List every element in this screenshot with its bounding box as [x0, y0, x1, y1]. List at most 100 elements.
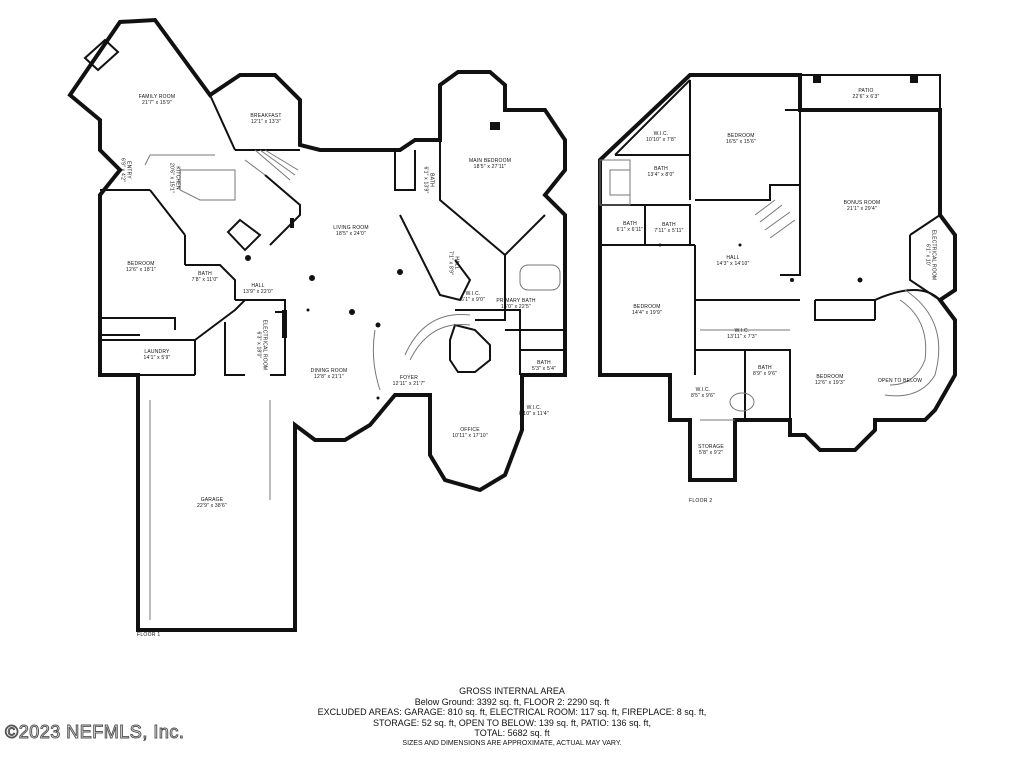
room-name: STORAGE [698, 443, 724, 450]
floor-2-plan [598, 73, 957, 482]
summary-line-2: EXCLUDED AREAS: GARAGE: 810 sq. ft, ELEC… [317, 707, 707, 718]
room-dimensions: 14'3" x 14'10" [716, 261, 750, 267]
summary-total: TOTAL: 5682 sq. ft [474, 728, 550, 739]
room-name: PATIO [858, 87, 874, 94]
room-name: OPEN TO BELOW [877, 377, 923, 384]
room-name: BREAKFAST [250, 112, 282, 119]
room-name: OFFICE [460, 426, 480, 433]
room-dimensions: 22'6" x 6'3" [852, 94, 880, 100]
room-name: MAIN BEDROOM [468, 157, 512, 164]
room-dimensions: 7'1" x 8'9" [447, 250, 453, 276]
floor-2-outer-wall [598, 73, 957, 482]
room-dimensions: 6'1" x 6'11" [616, 227, 644, 233]
floor-1-plan [67, 17, 567, 632]
room-name: BEDROOM [727, 132, 755, 139]
room-dimensions: 6'1" x 13'9" [422, 166, 428, 194]
room-dimensions: 10'10" x 7'8" [645, 137, 677, 143]
room-dimensions: 6'3" x 18'0" [255, 331, 261, 359]
room-wic: W.I.C.6'1" x 9'0" [461, 291, 485, 304]
room-dimensions: 6'1" x 9'0" [460, 297, 486, 303]
room-dimensions: 18'5" x 27'11" [473, 164, 507, 170]
room-name: DINING ROOM [310, 367, 348, 374]
room-name: BEDROOM [816, 373, 844, 380]
floor-1-outer-wall [67, 17, 567, 632]
room-name: HALL [251, 282, 265, 289]
room-name: BATH [623, 220, 637, 227]
room-name: W.I.C. [526, 404, 542, 411]
area-summary: GROSS INTERNAL AREA Below Ground: 3392 s… [252, 686, 772, 750]
room-name: W.I.C. [695, 386, 711, 393]
fireplace-1 [83, 38, 120, 72]
room-dimensions: 16'0" x 22'5" [500, 304, 532, 310]
room-wic-5: W.I.C.8'5" x 9'6" [691, 387, 715, 400]
room-name: LAUNDRY [144, 348, 170, 355]
room-dimensions: 7'11" x 5'11" [654, 228, 684, 234]
room-name: BONUS ROOM [843, 199, 881, 206]
room-dimensions: 18'5" x 24'0" [335, 231, 367, 237]
room-name: BATH [198, 270, 212, 277]
floor-1-label: FLOOR 1 [137, 632, 161, 638]
room-name: HALL [726, 254, 740, 261]
room-dimensions: 14'4" x 19'9" [631, 310, 663, 316]
room-name: KITCHEN [174, 166, 181, 190]
room-dimensions: 16'5" x 15'6" [725, 139, 757, 145]
room-wic-2: W.I.C.8'10" x 11'4" [519, 405, 549, 418]
room-dimensions: 21'7" x 15'9" [141, 100, 173, 106]
room-dimensions: 13'4" x 8'0" [647, 172, 675, 178]
summary-title: GROSS INTERNAL AREA [459, 686, 565, 696]
room-name: BATH [537, 359, 551, 366]
room-dimensions: 21'1" x 29'4" [846, 206, 878, 212]
room-name: FAMILY ROOM [138, 93, 176, 100]
room-dimensions: 7'8" x 11'0" [191, 277, 219, 283]
summary-note: SIZES AND DIMENSIONS ARE APPROXIMATE, AC… [402, 739, 622, 747]
room-dimensions: 14'1" x 5'9" [143, 355, 171, 361]
room-name: PRIMARY BATH [496, 297, 536, 304]
room-name: GARAGE [200, 496, 224, 503]
room-name: BATH [758, 364, 772, 371]
room-name: BATH [662, 221, 676, 228]
room-name: LIVING ROOM [333, 224, 369, 231]
room-dimensions: 8'10" x 11'4" [519, 411, 549, 417]
room-name: BATH [654, 165, 668, 172]
room-open-to-below: OPEN TO BELOW [878, 378, 922, 384]
copyright-watermark: ©2023 NEFMLS, Inc. [4, 722, 185, 743]
room-dimensions: 8'9" x 9'6" [752, 371, 778, 377]
room-dimensions: 12'6" x 18'1" [125, 267, 157, 273]
room-name: W.I.C. [465, 290, 481, 297]
room-name: ELECTRICAL ROOM [930, 229, 937, 281]
room-name: FOYER [399, 374, 419, 381]
room-name: BATH [428, 173, 435, 187]
room-dimensions: 22'9" x 38'6" [196, 503, 228, 509]
room-dimensions: 13'11" x 7'3" [727, 334, 757, 340]
floor-plan-drawing [67, 17, 957, 632]
